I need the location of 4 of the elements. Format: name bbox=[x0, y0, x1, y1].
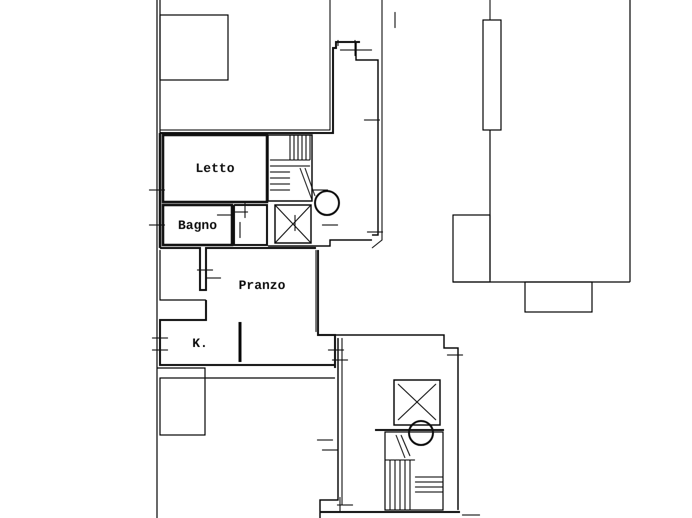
room-label: K. bbox=[192, 336, 208, 350]
room-label: Bagno bbox=[178, 218, 217, 232]
room-label: Pranzo bbox=[238, 278, 286, 293]
room-label: Letto bbox=[195, 161, 234, 176]
